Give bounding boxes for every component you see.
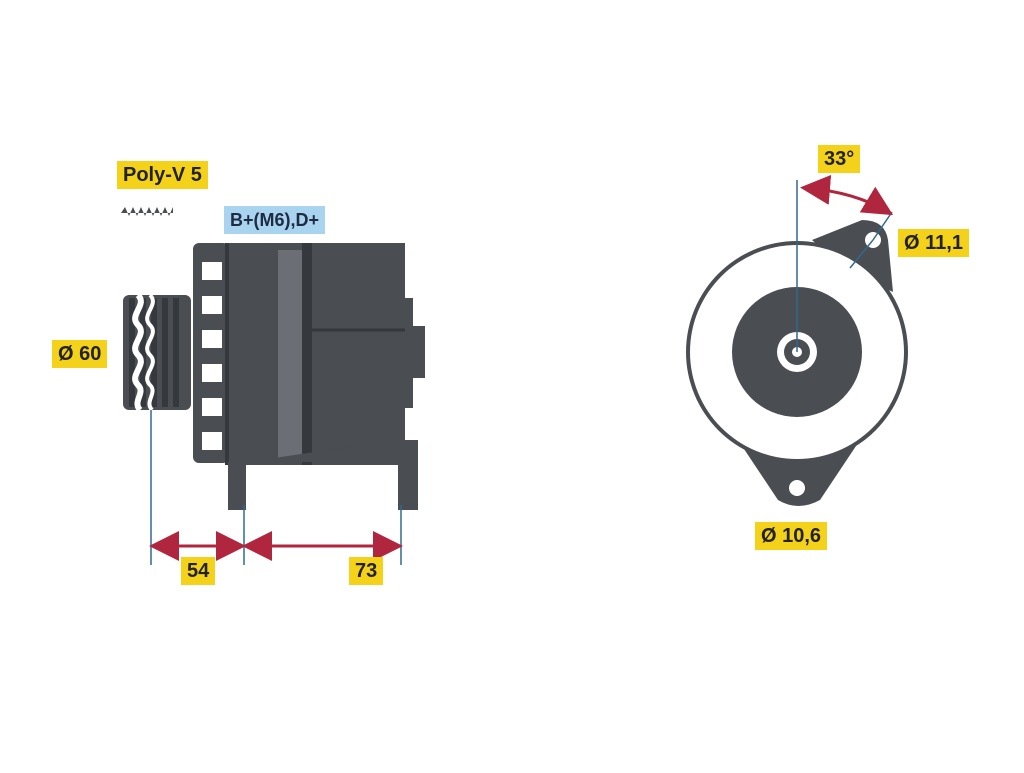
pulley (123, 292, 191, 412)
fan-housing (193, 243, 229, 463)
angle-label: 33° (818, 145, 861, 173)
upper-hole-label: Ø 11,1 (898, 229, 969, 257)
alternator-body (225, 243, 425, 510)
front-offset-label: 54 (181, 557, 216, 585)
terminal-label: B+(M6),D+ (224, 206, 326, 234)
belt-type-label: Poly-V 5 (117, 161, 208, 189)
side-view (121, 207, 425, 565)
pulley-diameter-label: Ø 60 (52, 340, 108, 368)
lower-hole-label: Ø 10,6 (755, 522, 828, 550)
rear-offset-label: 73 (349, 557, 384, 585)
front-view (686, 175, 908, 506)
angle-guides (796, 180, 893, 352)
lower-hole (789, 480, 805, 496)
belt-profile-icon (121, 207, 173, 216)
angle-arrow (800, 175, 894, 216)
